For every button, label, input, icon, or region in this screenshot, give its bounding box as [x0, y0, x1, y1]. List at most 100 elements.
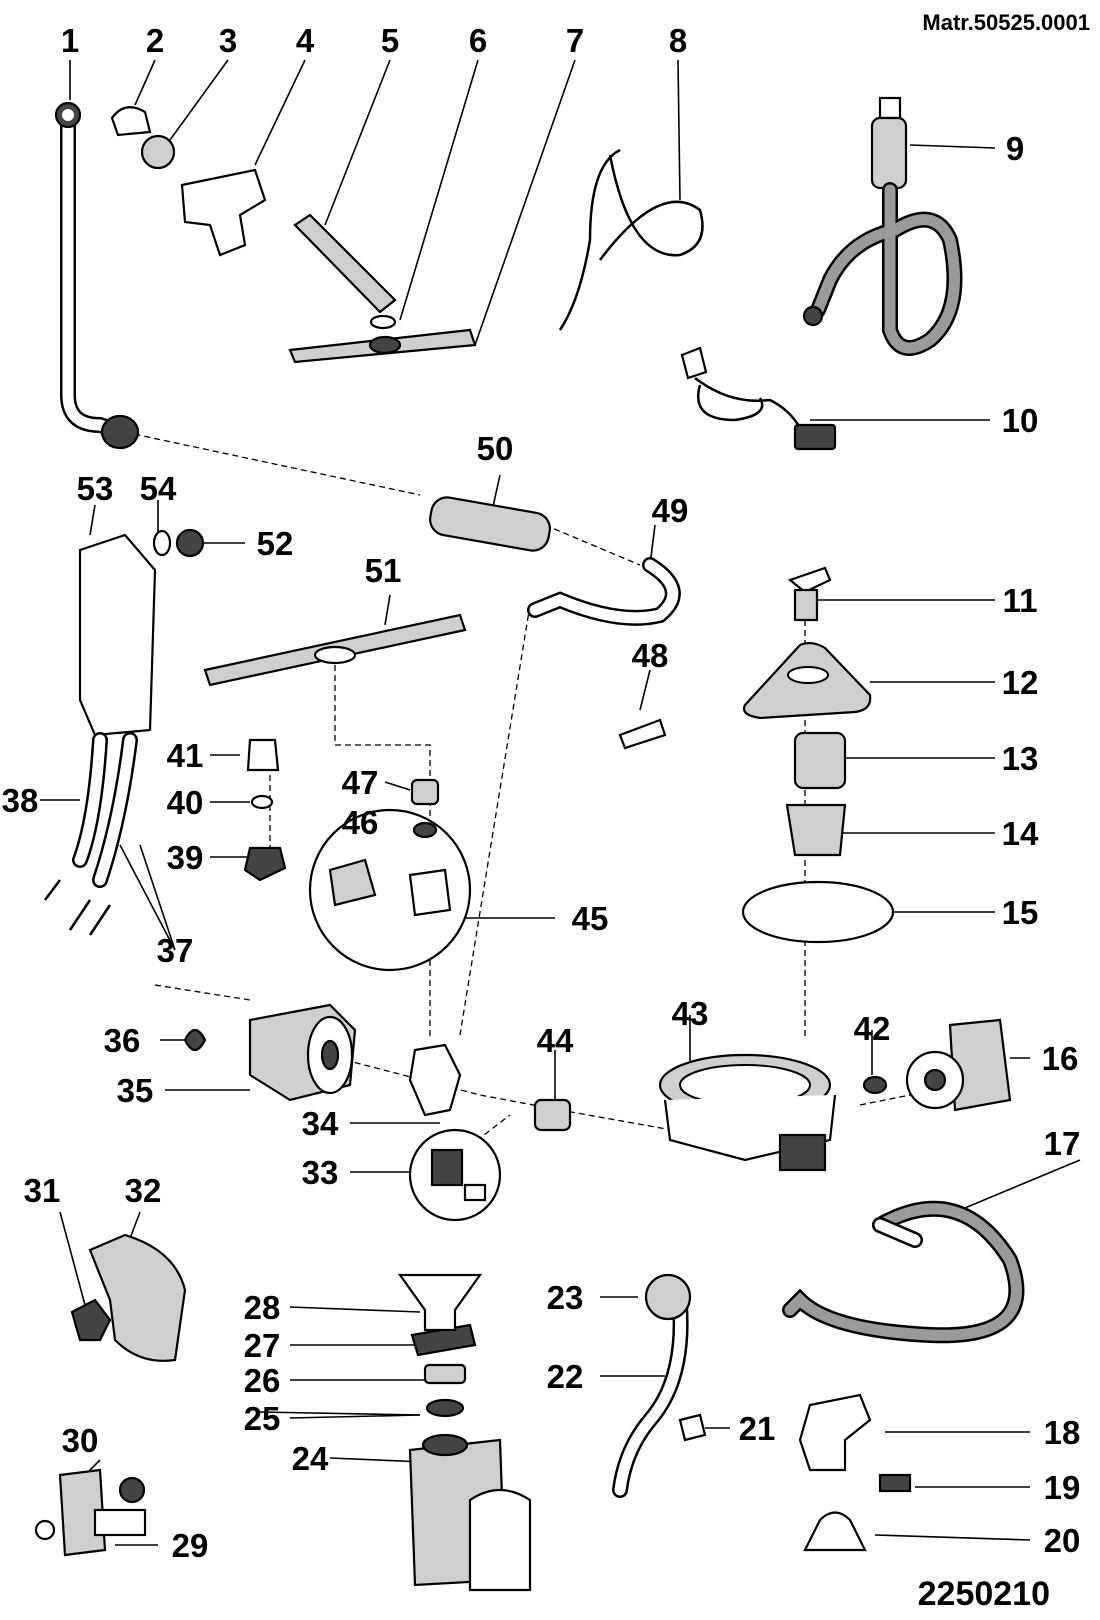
callout-30: 30 — [62, 1422, 99, 1459]
callout-24: 24 — [292, 1440, 329, 1477]
part-o-ring-40 — [250, 794, 274, 810]
part-spring — [183, 1028, 207, 1052]
part-drain-hose-small — [558, 148, 704, 331]
part-seal-42 — [862, 1075, 888, 1095]
callout-39: 39 — [167, 839, 204, 876]
callout-22: 22 — [547, 1358, 584, 1395]
callout-5: 5 — [381, 22, 399, 59]
material-code: Matr.50525.0001 — [922, 10, 1090, 35]
callout-26: 26 — [244, 1362, 281, 1399]
callout-40: 40 — [167, 784, 204, 821]
callout-37: 37 — [157, 932, 194, 969]
part-supply-pipe — [54, 101, 140, 450]
part-ring-54 — [152, 529, 172, 557]
part-valve-body — [243, 846, 287, 882]
part-cap — [110, 106, 152, 137]
callout-14: 14 — [1002, 815, 1039, 852]
callout-34: 34 — [302, 1105, 339, 1142]
callout-32: 32 — [125, 1172, 162, 1209]
part-detail-33 — [408, 1128, 502, 1222]
callout-8: 8 — [669, 22, 687, 59]
part-level-switch — [798, 1393, 872, 1472]
callout-48: 48 — [632, 637, 669, 674]
callout-19: 19 — [1044, 1469, 1081, 1506]
callout-18: 18 — [1044, 1414, 1081, 1451]
drawing-number: 2250210 — [918, 1575, 1050, 1613]
callout-17: 17 — [1044, 1125, 1081, 1162]
part-nut-52 — [175, 528, 205, 558]
part-micro-filter — [785, 803, 847, 857]
callout-16: 16 — [1042, 1040, 1079, 1077]
part-heater-channel — [44, 533, 157, 936]
part-detail-45 — [308, 808, 472, 972]
part-drain-pump — [905, 1018, 1012, 1112]
callout-28: 28 — [244, 1289, 281, 1326]
part-sump — [658, 1053, 837, 1172]
part-nut-47 — [410, 778, 440, 806]
callout-33: 33 — [302, 1154, 339, 1191]
callout-7: 7 — [566, 22, 584, 59]
part-filter-ring — [741, 880, 895, 944]
part-nut — [423, 1363, 467, 1385]
callout-20: 20 — [1044, 1522, 1081, 1559]
callout-12: 12 — [1002, 664, 1039, 701]
part-filter-cap — [787, 566, 832, 622]
callout-51: 51 — [365, 552, 402, 589]
part-seal-46 — [412, 821, 438, 839]
part-drain-hose — [782, 1200, 1025, 1344]
part-circulation-pump — [248, 1003, 357, 1102]
part-pump-housing — [408, 1043, 462, 1117]
callout-41: 41 — [167, 737, 204, 774]
callout-11: 11 — [1003, 582, 1038, 619]
part-insulation — [88, 1233, 187, 1362]
part-cap-disc — [644, 1273, 692, 1321]
callout-46: 46 — [342, 804, 379, 841]
part-connector-44 — [533, 1098, 572, 1132]
callout-49: 49 — [652, 492, 689, 529]
callout-15: 15 — [1002, 894, 1039, 931]
callout-21: 21 — [739, 1410, 776, 1447]
callout-3: 3 — [219, 22, 237, 59]
part-upper-bracket — [180, 168, 267, 257]
callout-31: 31 — [24, 1172, 61, 1209]
part-connector-50 — [429, 496, 551, 552]
callout-54: 54 — [140, 470, 177, 507]
part-upper-spray-arm — [293, 213, 397, 314]
callout-50: 50 — [477, 430, 514, 467]
callout-9: 9 — [1006, 130, 1024, 167]
callout-47: 47 — [342, 764, 379, 801]
callout-52: 52 — [257, 525, 294, 562]
callout-25: 25 — [244, 1400, 281, 1437]
callout-10: 10 — [1002, 402, 1039, 439]
callout-44: 44 — [537, 1022, 574, 1059]
callout-38: 38 — [2, 782, 39, 819]
callout-6: 6 — [469, 22, 487, 59]
part-fine-filter — [793, 731, 847, 790]
callout-23: 23 — [547, 1279, 584, 1316]
callout-4: 4 — [296, 22, 315, 59]
part-valve-cap — [246, 738, 280, 772]
callout-27: 27 — [244, 1327, 281, 1364]
callout-13: 13 — [1002, 740, 1039, 777]
part-power-cable — [680, 346, 837, 451]
callout-42: 42 — [854, 1010, 891, 1047]
part-sensor — [70, 1298, 112, 1342]
callout-1: 1 — [61, 22, 79, 59]
part-gear — [140, 134, 176, 170]
callout-36: 36 — [104, 1022, 141, 1059]
part-funnel — [397, 1273, 483, 1332]
part-seal — [425, 1398, 465, 1418]
part-ring — [369, 314, 397, 330]
part-microswitch — [878, 1473, 912, 1493]
callout-45: 45 — [572, 900, 609, 937]
callout-2: 2 — [146, 22, 164, 59]
callout-35: 35 — [117, 1072, 154, 1109]
part-bracket-48 — [618, 718, 667, 750]
part-inlet-hose — [802, 96, 963, 356]
part-float — [803, 1511, 867, 1552]
part-inlet-valve — [34, 1468, 147, 1557]
part-clip — [678, 1413, 707, 1442]
callout-labels: 1 2 3 4 5 6 7 8 9 10 11 12 13 14 15 16 1… — [2, 22, 1081, 1564]
